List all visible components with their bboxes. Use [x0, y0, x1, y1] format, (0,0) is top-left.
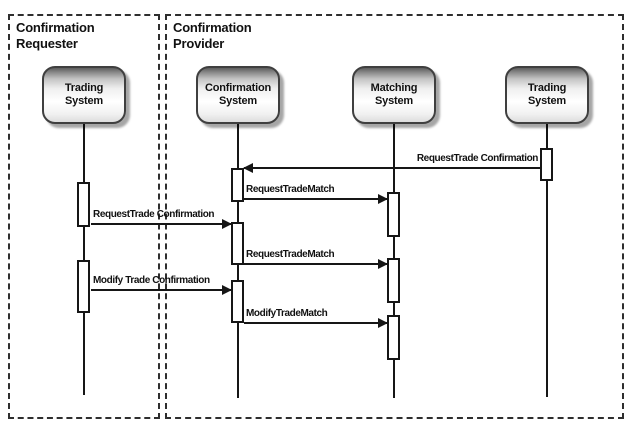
actor-label: Trading System — [527, 82, 567, 108]
message-request-trade-confirmation: RequestTrade Confirmation — [91, 209, 232, 229]
frame-title-line1: Confirmation — [173, 20, 252, 35]
arrowhead-right-icon — [378, 259, 388, 269]
actor-label-line2: System — [65, 95, 103, 107]
actor-label-line2: System — [219, 95, 257, 107]
actor-label: Confirmation System — [205, 82, 271, 108]
message-request-trade-match-2: RequestTradeMatch — [244, 249, 388, 269]
activation-bar-matching-2 — [387, 258, 400, 303]
activation-bar-trading-right-1 — [540, 148, 553, 181]
lifeline-trading-system-left — [83, 122, 85, 395]
actor-label-line1: Confirmation — [204, 82, 272, 94]
actor-label-line2: System — [528, 95, 566, 107]
message-line — [91, 285, 232, 295]
activation-bar-trading-left-2 — [77, 260, 90, 313]
message-line — [244, 318, 388, 328]
message-request-trade-match-1: RequestTradeMatch — [244, 184, 388, 204]
message-label: RequestTrade Confirmation — [416, 153, 539, 164]
activation-bar-trading-left-1 — [77, 182, 90, 227]
message-label: RequestTradeMatch — [246, 249, 335, 260]
actor-label-line2: System — [375, 95, 413, 107]
message-request-trade-confirmation-return: RequestTrade Confirmation — [243, 153, 540, 173]
frame-confirmation-requester: Confirmation Requester — [8, 14, 160, 419]
frame-title-provider: Confirmation Provider — [173, 20, 252, 52]
activation-bar-confirmation-2 — [231, 222, 244, 265]
lifeline-trading-system-right — [546, 122, 548, 397]
message-modify-trade-match: ModifyTradeMatch — [244, 308, 388, 328]
actor-label: Trading System — [64, 82, 104, 108]
activation-bar-matching-1 — [387, 192, 400, 237]
message-label: RequestTradeMatch — [246, 184, 335, 195]
actor-matching-system: Matching System — [352, 66, 436, 124]
message-line — [91, 219, 232, 229]
arrowhead-right-icon — [378, 318, 388, 328]
message-line — [244, 259, 388, 269]
arrowhead-left-icon — [243, 163, 253, 173]
activation-bar-confirmation-1 — [231, 168, 244, 202]
arrowhead-right-icon — [222, 219, 232, 229]
actor-confirmation-system: Confirmation System — [196, 66, 280, 124]
arrowhead-right-icon — [222, 285, 232, 295]
activation-bar-matching-3 — [387, 315, 400, 360]
message-label: ModifyTradeMatch — [246, 308, 328, 319]
message-line — [243, 163, 540, 173]
message-line — [244, 194, 388, 204]
frame-title-line2: Provider — [173, 36, 225, 51]
message-label: RequestTrade Confirmation — [93, 209, 215, 220]
frame-title-line2: Requester — [16, 36, 78, 51]
actor-label-line1: Matching — [370, 82, 418, 94]
arrowhead-right-icon — [378, 194, 388, 204]
actor-label-line1: Trading — [64, 82, 104, 94]
frame-title-requester: Confirmation Requester — [16, 20, 95, 52]
actor-trading-system-left: Trading System — [42, 66, 126, 124]
actor-label: Matching System — [371, 82, 418, 108]
message-modify-trade-confirmation: Modify Trade Confirmation — [91, 275, 232, 295]
actor-label-line1: Trading — [527, 82, 567, 94]
actor-trading-system-right: Trading System — [505, 66, 589, 124]
activation-bar-confirmation-3 — [231, 280, 244, 323]
message-label: Modify Trade Confirmation — [93, 275, 210, 286]
frame-title-line1: Confirmation — [16, 20, 95, 35]
frame-confirmation-provider: Confirmation Provider — [165, 14, 624, 419]
